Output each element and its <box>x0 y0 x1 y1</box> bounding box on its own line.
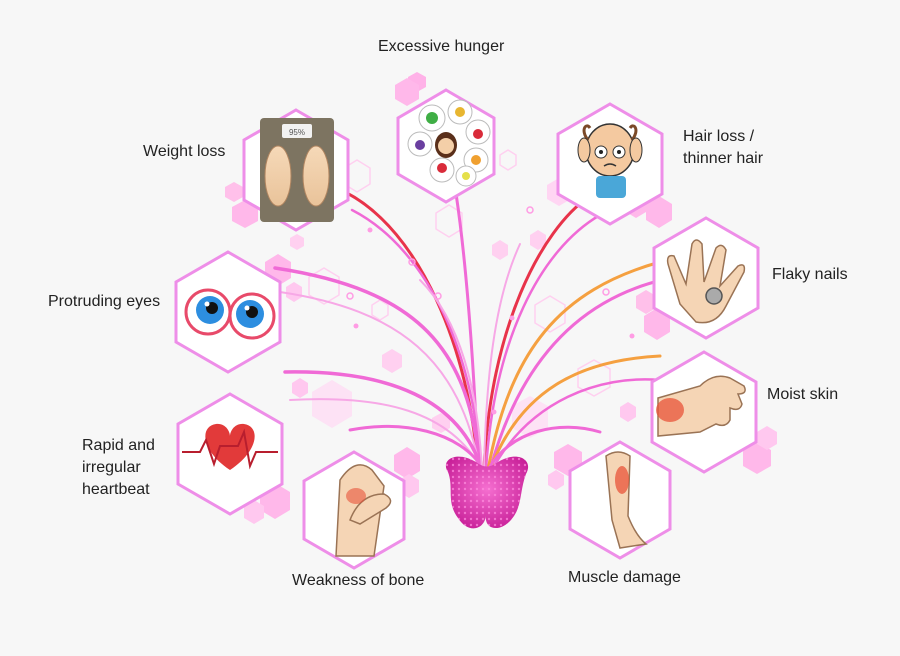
label-flaky-nails: Flaky nails <box>772 266 848 283</box>
label-muscle-damage: Muscle damage <box>568 569 681 586</box>
label-heartbeat-line3: heartbeat <box>82 481 150 498</box>
hunger-illustration <box>396 88 496 204</box>
label-hair-loss-line1: Hair loss / <box>683 128 755 145</box>
energy-rays <box>273 148 664 472</box>
label-hair-loss-line2: thinner hair <box>683 150 764 167</box>
label-heartbeat-line2: irregular <box>82 459 141 476</box>
label-protruding-eyes: Protruding eyes <box>48 293 161 310</box>
flaky-nails-illustration <box>652 216 760 340</box>
scale-reading: 95% <box>289 128 305 137</box>
hair-loss-illustration <box>556 102 664 226</box>
label-weakness-of-bone: Weakness of bone <box>292 572 425 589</box>
label-moist-skin: Moist skin <box>767 386 839 403</box>
weight-loss-illustration <box>242 108 350 232</box>
label-hair-loss: Hair loss / thinner hair <box>683 126 763 170</box>
label-excessive-hunger: Excessive hunger <box>378 38 505 55</box>
muscle-damage-illustration <box>568 440 672 560</box>
moist-skin-illustration <box>650 350 758 474</box>
label-heartbeat-line1: Rapid and <box>82 437 155 454</box>
bone-weakness-illustration <box>302 450 406 570</box>
sparkle-dots <box>346 206 635 415</box>
thyroid-gland <box>445 456 529 529</box>
label-weight-loss: Weight loss <box>143 143 226 160</box>
heartbeat-illustration <box>176 392 284 516</box>
label-heartbeat: Rapid and irregular heartbeat <box>82 435 155 501</box>
protruding-eyes-illustration <box>174 250 282 374</box>
